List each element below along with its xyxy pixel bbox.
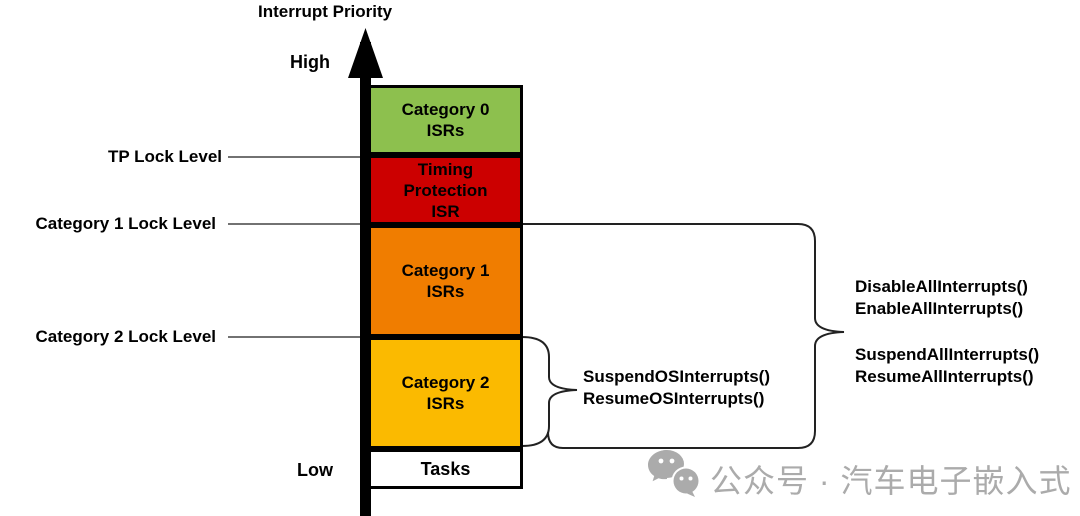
- bracket-all-interrupts: [522, 223, 845, 449]
- api-suspend-os: SuspendOSInterrupts(): [583, 367, 771, 386]
- box-timing-protection-isr: Timing Protection ISR: [368, 155, 523, 225]
- wechat-icon: [648, 450, 701, 497]
- up-arrow-icon: [348, 28, 383, 78]
- category1-lock-level-label: Category 1 Lock Level: [35, 214, 216, 233]
- axis-high-label: High: [290, 52, 330, 72]
- api-disable-all: DisableAllInterrupts(): [855, 277, 1028, 296]
- tp-lock-level-label: TP Lock Level: [107, 147, 222, 166]
- box-category2-isrs: Category 2 ISRs: [368, 337, 523, 449]
- api-all-interrupts: DisableAllInterrupts() EnableAllInterrup…: [855, 276, 1039, 388]
- api-suspend-all: SuspendAllInterrupts(): [855, 345, 1040, 364]
- brace-os-interrupts: [521, 336, 578, 447]
- axis-low-label: Low: [297, 460, 333, 480]
- api-enable-all: EnableAllInterrupts(): [855, 299, 1024, 318]
- box-category1-isrs: Category 1 ISRs: [368, 225, 523, 337]
- api-os-interrupts: SuspendOSInterrupts() ResumeOSInterrupts…: [583, 366, 770, 410]
- api-resume-os: ResumeOSInterrupts(): [583, 389, 765, 408]
- priority-axis: [360, 42, 371, 516]
- api-gap: [855, 320, 1039, 344]
- watermark-text: 公众号 · 汽车电子嵌入式: [710, 463, 1072, 499]
- box-category0-isrs: Category 0 ISRs: [368, 85, 523, 155]
- diagram-title: Interrupt Priority: [258, 2, 393, 21]
- box-tasks: Tasks: [368, 449, 523, 489]
- api-resume-all: ResumeAllInterrupts(): [855, 367, 1034, 386]
- category2-lock-level-label: Category 2 Lock Level: [35, 327, 216, 346]
